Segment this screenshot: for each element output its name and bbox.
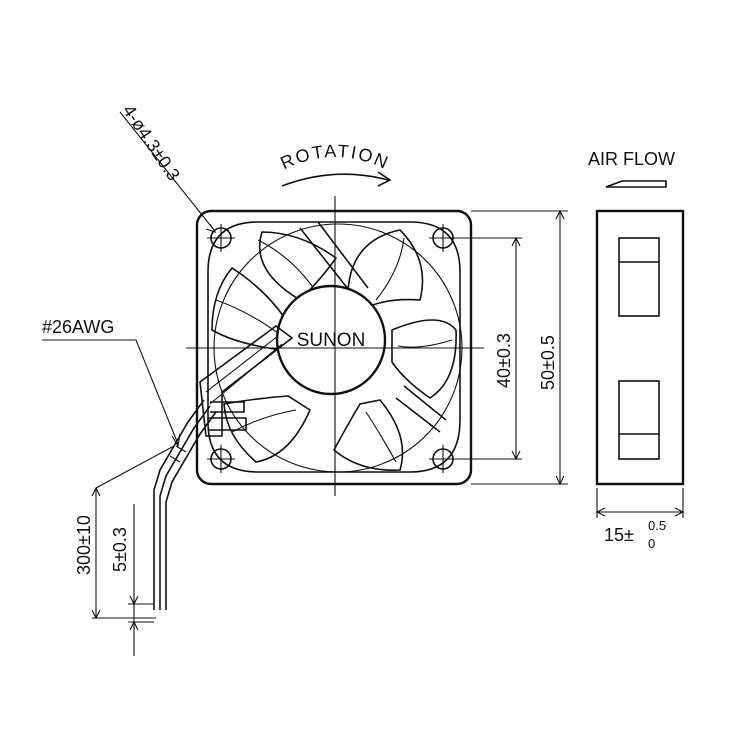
inner-dimension-label: 40±0.3 bbox=[494, 333, 514, 388]
fan-blades bbox=[211, 229, 457, 471]
wire-channel bbox=[199, 325, 294, 437]
thickness-tolerance-upper: 0.5 bbox=[648, 518, 666, 533]
hole-spec-leader bbox=[119, 111, 215, 231]
wire-gauge-leader bbox=[42, 339, 179, 445]
inner-dimension: 40±0.3 bbox=[446, 236, 522, 461]
rotation-indicator: ROTATION bbox=[277, 141, 392, 187]
outer-dimension: 50±0.5 bbox=[471, 209, 568, 486]
strip-length-label: 5±0.3 bbox=[110, 527, 130, 572]
outer-dimension-label: 50±0.5 bbox=[538, 335, 558, 390]
thickness-tolerance-lower: 0 bbox=[648, 536, 655, 551]
fan-spokes bbox=[299, 221, 447, 433]
fan-side-view: AIR FLOW 15± 0.5 0 bbox=[588, 149, 685, 551]
lead-length-dimension: 300±10 bbox=[74, 445, 175, 620]
fan-hub bbox=[275, 284, 387, 396]
lead-length-label: 300±10 bbox=[74, 515, 94, 575]
rotation-arrowhead bbox=[377, 171, 392, 187]
hole-spec-callout: 4-ø4.3±0.3 bbox=[119, 101, 217, 234]
rotation-label: ROTATION bbox=[277, 141, 392, 173]
brand-label: SUNON bbox=[297, 330, 366, 351]
wire-gauge-label: #26AWG bbox=[42, 317, 114, 337]
side-slot-bottom bbox=[618, 380, 660, 460]
side-slot-top bbox=[618, 237, 660, 317]
wire-gauge-callout: #26AWG bbox=[42, 317, 181, 448]
air-flow-label: AIR FLOW bbox=[588, 149, 675, 169]
thickness-label: 15± bbox=[604, 525, 634, 545]
rotation-arc bbox=[281, 173, 389, 187]
air-flow-arrow bbox=[605, 180, 667, 188]
hole-spec-label: 4-ø4.3±0.3 bbox=[119, 101, 184, 184]
fan-front-view: SUNON bbox=[186, 196, 484, 496]
lead-wires bbox=[153, 399, 217, 610]
side-view-body bbox=[595, 209, 685, 486]
strip-length-dimension: 5±0.3 bbox=[110, 504, 154, 656]
